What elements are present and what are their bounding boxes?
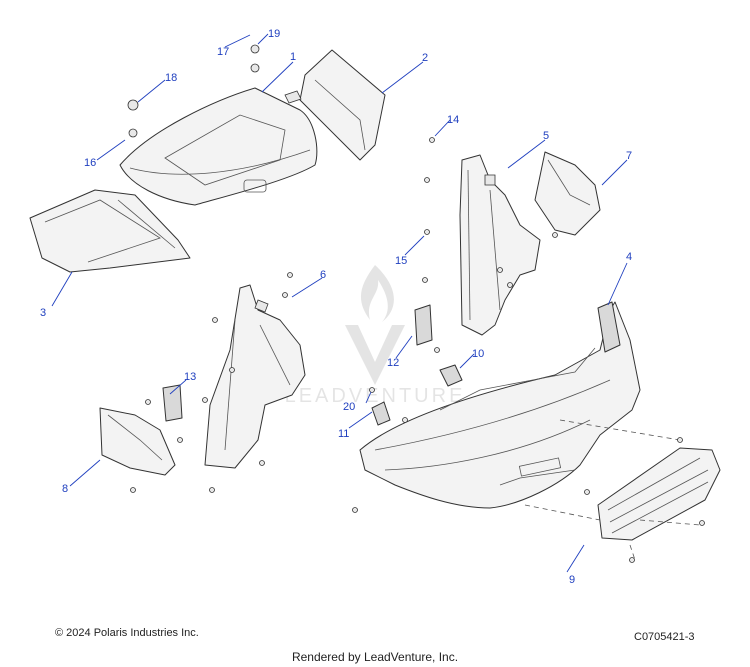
parts-diagram: LEADVENTURE [29, 28, 721, 586]
bracket-13[interactable] [162, 384, 183, 422]
diagram-code: C0705421-3 [634, 631, 695, 643]
callout-16[interactable]: 16 [84, 157, 96, 169]
fender-support-right[interactable] [459, 154, 541, 336]
side-panel-right-top[interactable] [284, 49, 386, 161]
callout-1[interactable]: 1 [290, 51, 296, 63]
callout-15[interactable]: 15 [395, 255, 407, 267]
hood-panel[interactable] [119, 87, 318, 206]
callout-4[interactable]: 4 [626, 251, 632, 263]
callout-8[interactable]: 8 [62, 483, 68, 495]
callout-13[interactable]: 13 [184, 371, 196, 383]
callout-20[interactable]: 20 [343, 401, 355, 413]
callout-10[interactable]: 10 [472, 348, 484, 360]
front-bumper[interactable] [359, 301, 641, 509]
callout-14[interactable]: 14 [447, 114, 459, 126]
clip-10[interactable] [439, 364, 463, 387]
callout-5[interactable]: 5 [543, 130, 549, 142]
callout-6[interactable]: 6 [320, 269, 326, 281]
alignment-lines [524, 419, 701, 561]
callout-11[interactable]: 11 [338, 428, 349, 440]
callout-7[interactable]: 7 [626, 150, 632, 162]
copyright-notice: © 2024 Polaris Industries Inc. [55, 627, 199, 639]
callout-18[interactable]: 18 [165, 72, 177, 84]
front-grille[interactable] [597, 447, 721, 541]
fasteners [127, 44, 705, 563]
fender-support-left[interactable] [204, 284, 306, 469]
clip-11[interactable] [371, 401, 391, 426]
callout-labels: 1 2 3 4 5 6 7 8 9 10 11 12 13 14 15 16 1… [40, 28, 632, 586]
side-panel-left-top[interactable] [29, 189, 191, 273]
corner-panel-right[interactable] [534, 151, 601, 236]
corner-panel-left[interactable] [99, 407, 176, 476]
watermark-text: LEADVENTURE [285, 385, 466, 407]
leader-lines [51, 33, 628, 573]
callout-12[interactable]: 12 [387, 357, 399, 369]
callout-19[interactable]: 19 [268, 28, 280, 40]
callout-3[interactable]: 3 [40, 307, 46, 319]
rendered-by-credit: Rendered by LeadVenture, Inc. [291, 650, 459, 664]
leadventure-watermark: LEADVENTURE [285, 265, 466, 407]
callout-17[interactable]: 17 [217, 46, 229, 58]
bracket-12[interactable] [414, 304, 433, 346]
callout-2[interactable]: 2 [422, 52, 428, 64]
callout-9[interactable]: 9 [569, 574, 575, 586]
